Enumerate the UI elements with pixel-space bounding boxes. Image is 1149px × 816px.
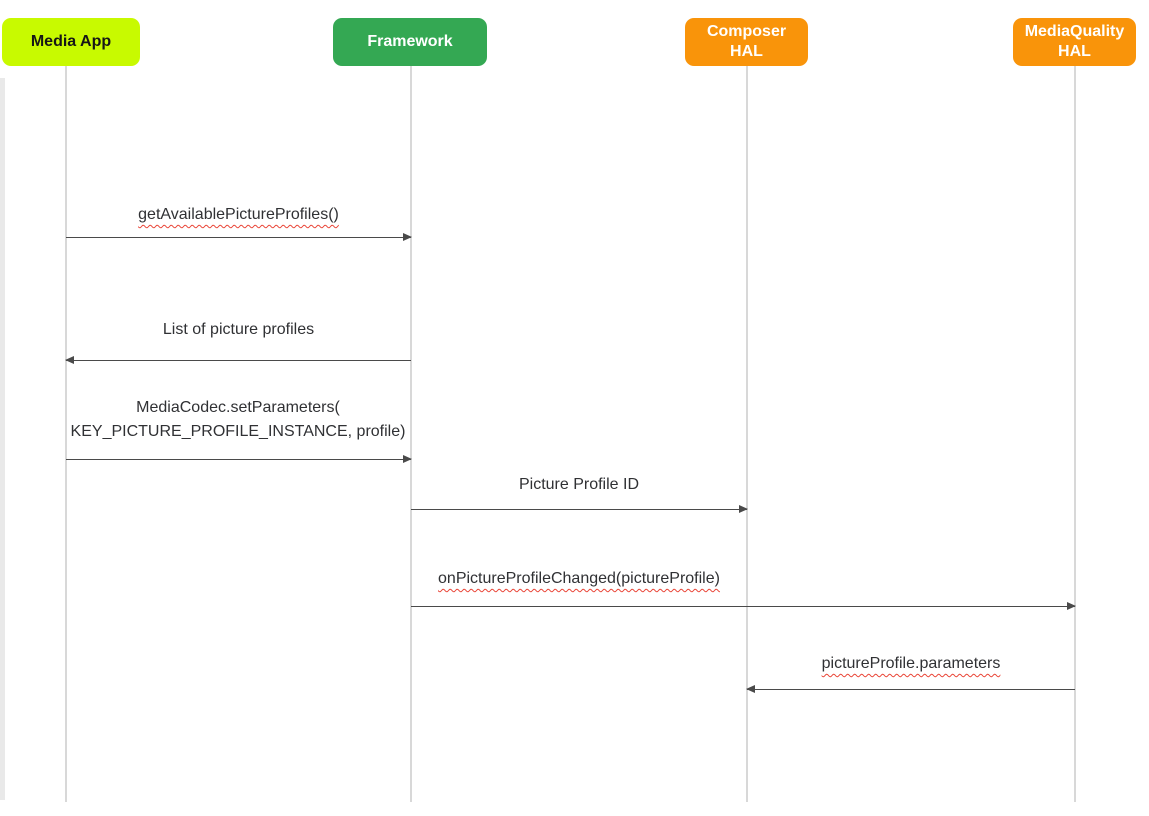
- actor-framework-label: Framework: [367, 33, 453, 50]
- actor-composer-hal-label-line2: HAL: [730, 43, 763, 60]
- lifeline-composer-hal: [746, 66, 748, 802]
- message-label-list-of-picture-profiles: List of picture profiles: [66, 318, 411, 342]
- actor-media-app: Media App: [2, 18, 140, 66]
- message-label-picture-profile-id: Picture Profile ID: [411, 473, 747, 497]
- lifeline-mediaquality-hal: [1074, 66, 1076, 802]
- message-label-onpictureprofilechanged: onPictureProfileChanged(pictureProfile): [411, 567, 747, 591]
- message-text: getAvailablePictureProfiles(): [138, 206, 339, 223]
- actor-mediaquality-hal: MediaQuality HAL: [1013, 18, 1136, 66]
- canvas-edge-strip: [0, 78, 5, 800]
- message-arrow-framework-to-media-app: [65, 356, 411, 364]
- actor-mediaquality-hal-label-line2: HAL: [1058, 43, 1091, 60]
- message-text: onPictureProfileChanged(pictureProfile): [438, 570, 720, 587]
- lifeline-framework: [410, 66, 412, 802]
- message-label-mediacodec-setparameters: MediaCodec.setParameters( KEY_PICTURE_PR…: [18, 396, 458, 444]
- actor-mediaquality-hal-label-line1: MediaQuality: [1024, 23, 1125, 40]
- message-text: Picture Profile ID: [518, 476, 640, 493]
- message-arrow-framework-to-mediaquality-hal: [411, 602, 1076, 610]
- message-label-pictureprofile-parameters: pictureProfile.parameters: [747, 652, 1075, 676]
- message-text: pictureProfile.parameters: [821, 655, 1001, 672]
- message-text-line1: MediaCodec.setParameters(: [136, 399, 340, 416]
- actor-framework: Framework: [333, 18, 487, 66]
- message-text-line2: KEY_PICTURE_PROFILE_INSTANCE, profile): [70, 423, 406, 440]
- message-text: List of picture profiles: [162, 321, 315, 338]
- actor-composer-hal: Composer HAL: [685, 18, 808, 66]
- actor-media-app-label: Media App: [30, 33, 112, 50]
- lifeline-media-app: [65, 66, 67, 802]
- actor-composer-hal-label-line1: Composer: [706, 23, 787, 40]
- message-arrow-mediaquality-hal-to-composer-hal: [746, 685, 1075, 693]
- message-arrow-framework-to-composer-hal: [411, 505, 748, 513]
- message-arrow-media-app-to-framework-setparameters: [66, 455, 412, 463]
- message-arrow-media-app-to-framework: [66, 233, 412, 241]
- message-label-getavailablepictureprofiles: getAvailablePictureProfiles(): [66, 203, 411, 227]
